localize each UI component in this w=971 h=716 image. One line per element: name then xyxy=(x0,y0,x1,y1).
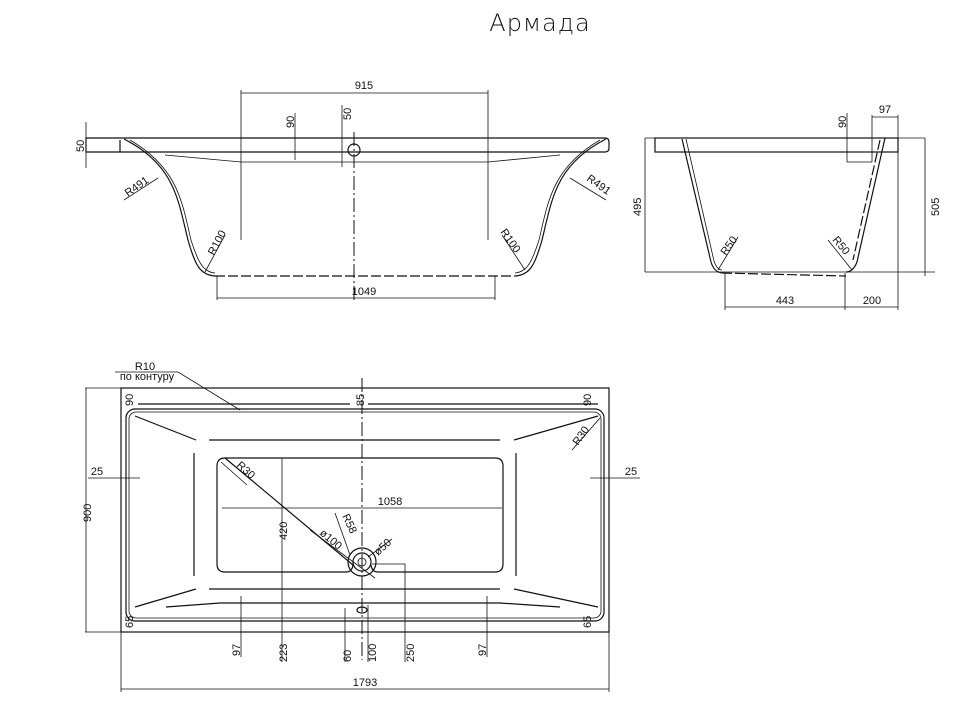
dim-90-right: 90 xyxy=(582,394,594,406)
dim-200: 200 xyxy=(863,295,881,307)
leader xyxy=(367,538,393,558)
side-left-wall-inner xyxy=(685,138,723,271)
leader xyxy=(334,512,351,556)
leader xyxy=(220,461,248,486)
overflow-hole xyxy=(347,143,361,157)
dim-25-right: 25 xyxy=(625,466,637,478)
top-outline xyxy=(120,387,610,633)
front-rim xyxy=(85,137,610,153)
dim-90: 90 xyxy=(837,116,849,128)
dim-495: 495 xyxy=(632,198,644,216)
side-view: 495 505 97 90 443 200 R50 R50 xyxy=(632,104,942,310)
dim-1793: 1793 xyxy=(353,677,377,689)
dim-90: 90 xyxy=(285,116,297,128)
dim-85: 85 xyxy=(355,394,367,406)
front-left-wall xyxy=(123,138,216,277)
leader xyxy=(123,177,159,201)
dim-1049: 1049 xyxy=(352,286,376,298)
radius-r50-left: R50 xyxy=(719,234,740,257)
dim-50-rim: 50 xyxy=(75,140,87,152)
front-inner-line xyxy=(164,154,561,163)
dim-1058: 1058 xyxy=(378,496,402,508)
radius-r30-inner: R30 xyxy=(234,459,257,481)
dim-65-right: 65 xyxy=(582,616,594,628)
dim-97-left: 97 xyxy=(231,644,243,656)
dim-60: 60 xyxy=(342,650,354,662)
side-bottom xyxy=(721,272,847,277)
radius-r30-corner: R30 xyxy=(571,424,592,447)
leader xyxy=(717,236,739,271)
leader xyxy=(115,371,241,411)
side-left-wall xyxy=(681,138,723,274)
dim-505: 505 xyxy=(930,198,942,216)
side-hidden-wall xyxy=(852,139,881,261)
contour-radius: R10 xyxy=(135,361,155,373)
leader xyxy=(827,239,853,271)
dim-65-left: 65 xyxy=(124,616,136,628)
leader xyxy=(571,417,601,451)
leader xyxy=(501,234,526,271)
dim-250: 250 xyxy=(405,644,417,662)
diagonal xyxy=(134,415,197,441)
top-view: 900 1793 R10 по контуру 85 90 90 R30 R30… xyxy=(82,361,640,692)
drawing-title: Армада xyxy=(489,9,590,37)
dim-97: 97 xyxy=(879,104,891,116)
dim-900: 900 xyxy=(82,504,94,522)
dim-25-left: 25 xyxy=(91,466,103,478)
footwell xyxy=(216,457,504,573)
front-right-wall xyxy=(514,138,607,277)
front-left-wall-inner xyxy=(129,139,216,274)
radius-r491-left: R491 xyxy=(123,175,151,200)
leader xyxy=(204,234,226,273)
diagonal xyxy=(513,415,599,441)
contour-note: по контуру xyxy=(120,371,175,383)
dim-50-top: 50 xyxy=(342,108,354,120)
radius-r50-right: R50 xyxy=(830,234,852,257)
bottom-inner-line xyxy=(165,602,561,608)
dim-97-right: 97 xyxy=(477,644,489,656)
leader xyxy=(309,529,376,579)
front-view: 915 1049 90 50 50 R491 R491 R100 R100 xyxy=(75,80,613,300)
dim-420: 420 xyxy=(278,522,290,540)
drain-diameter: ø100 xyxy=(317,527,344,552)
radius-r100-right: R100 xyxy=(498,227,523,255)
top-inner-rim xyxy=(125,408,605,622)
top-inner-rim-2 xyxy=(128,411,602,619)
dim-443: 443 xyxy=(776,295,794,307)
radius-r100-left: R100 xyxy=(206,229,229,258)
radius-r491-right: R491 xyxy=(584,173,612,198)
diagonal xyxy=(513,588,599,608)
dim-90-left: 90 xyxy=(124,394,136,406)
dim-line xyxy=(372,563,406,662)
dim-line xyxy=(846,113,872,163)
dim-915: 915 xyxy=(355,80,373,92)
front-right-wall-inner xyxy=(514,139,601,274)
diagonal xyxy=(134,588,197,608)
leader xyxy=(569,177,607,201)
side-rim xyxy=(654,137,899,153)
dim-100: 100 xyxy=(367,644,379,662)
dim-223: 223 xyxy=(278,644,290,662)
